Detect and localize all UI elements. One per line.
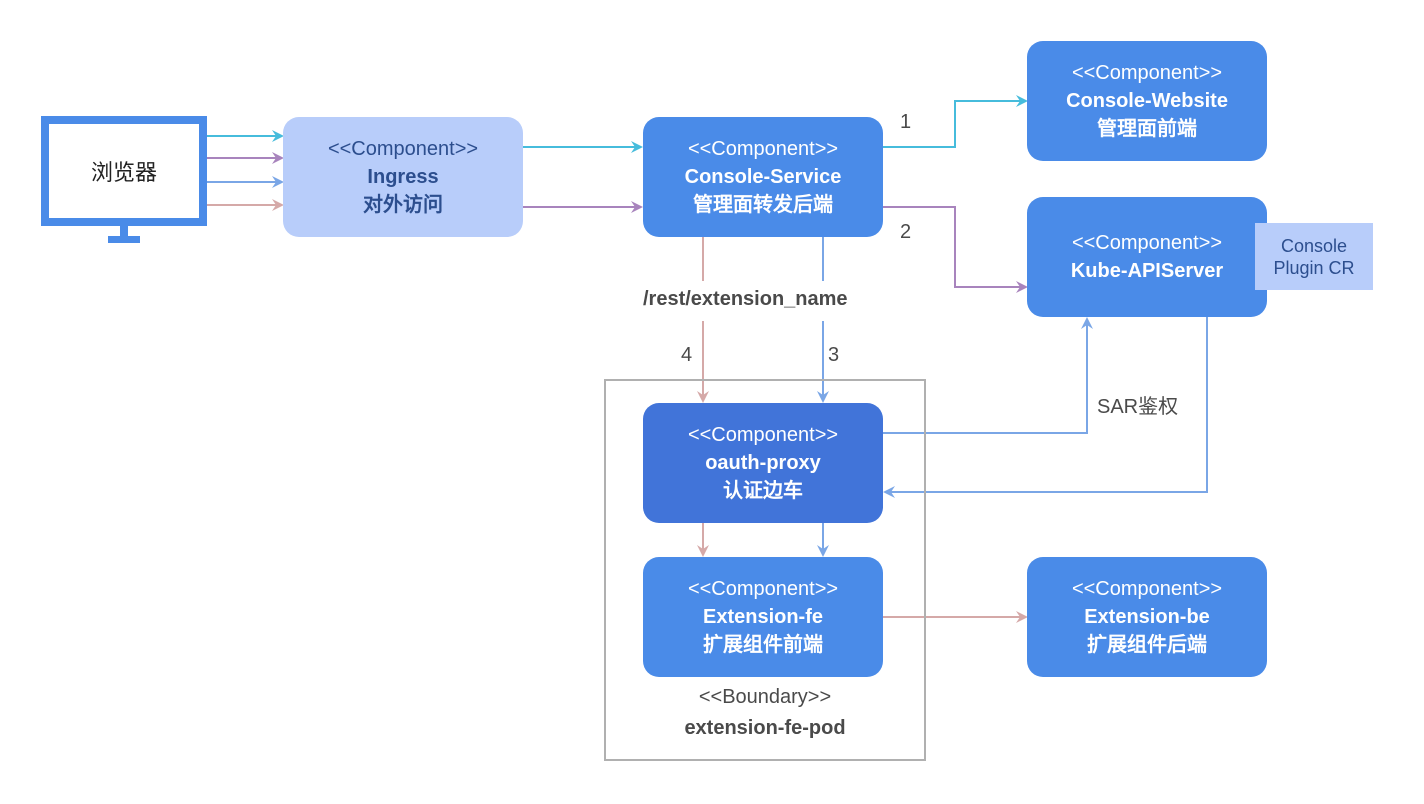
stereotype-label: <<Component>> <box>687 578 839 600</box>
stereotype-label: <<Component>> <box>327 138 479 160</box>
component-console-service[interactable]: <<Component>> Console-Service 管理面转发后端 <box>643 117 883 237</box>
monitor-base-icon <box>108 236 140 243</box>
component-name: Kube-APIServer <box>1070 260 1224 282</box>
stereotype-label: <<Component>> <box>1071 232 1223 254</box>
browser-label: 浏览器 <box>90 160 157 185</box>
component-subtitle: 管理面前端 <box>1097 118 1197 140</box>
component-extension-fe[interactable]: <<Component>> Extension-fe 扩展组件前端 <box>643 557 883 677</box>
edge-label-flow4: 4 <box>681 344 693 366</box>
component-name: oauth-proxy <box>705 452 821 474</box>
boundary-extension-fe-pod[interactable] <box>604 379 926 761</box>
component-ingress[interactable]: <<Component>> Ingress 对外访问 <box>283 117 523 237</box>
component-name: Console-Website <box>1066 90 1228 112</box>
edge-label-flow1: 1 <box>900 111 912 133</box>
console-plugin-cr-note[interactable]: Console Plugin CR <box>1255 223 1373 290</box>
component-name: Ingress <box>367 166 439 188</box>
edge-flow1-console-website <box>883 95 1028 148</box>
edge-sar-oauth-apiserver <box>883 317 1093 434</box>
stereotype-label: <<Component>> <box>1071 62 1223 84</box>
boundary-name: extension-fe-pod <box>684 717 846 739</box>
edge-flow2-console-apiserver <box>883 206 1028 293</box>
component-console-website[interactable]: <<Component>> Console-Website 管理面前端 <box>1027 41 1267 161</box>
stereotype-label: <<Component>> <box>1071 578 1223 600</box>
edge-label-flow3: 3 <box>828 344 840 366</box>
component-subtitle: 扩展组件前端 <box>703 634 823 656</box>
stereotype-label: <<Component>> <box>687 424 839 446</box>
component-name: Extension-fe <box>702 606 824 628</box>
edge-label-path: /rest/extension_name <box>643 288 848 310</box>
component-subtitle: 管理面转发后端 <box>693 194 833 216</box>
component-kube-apiserver[interactable]: <<Component>> Kube-APIServer <box>1027 197 1267 317</box>
monitor-stand-icon <box>120 226 128 238</box>
boundary-stereotype: <<Boundary>> <box>698 686 832 708</box>
edge-label-sar: SAR鉴权 <box>1097 396 1179 418</box>
note-line-1: Console <box>1280 235 1348 256</box>
component-subtitle: 对外访问 <box>363 194 443 216</box>
edge-apiserver-oauth-return <box>883 317 1208 498</box>
stereotype-label: <<Component>> <box>687 138 839 160</box>
edge-label-flow2: 2 <box>900 221 912 243</box>
component-oauth-proxy[interactable]: <<Component>> oauth-proxy 认证边车 <box>643 403 883 523</box>
component-subtitle: 扩展组件后端 <box>1087 634 1207 656</box>
note-line-2: Plugin CR <box>1273 257 1355 278</box>
component-subtitle: 认证边车 <box>723 480 803 502</box>
browser-monitor: 浏览器 <box>41 116 207 226</box>
component-extension-be[interactable]: <<Component>> Extension-be 扩展组件后端 <box>1027 557 1267 677</box>
component-name: Console-Service <box>684 166 842 188</box>
component-name: Extension-be <box>1084 606 1210 628</box>
